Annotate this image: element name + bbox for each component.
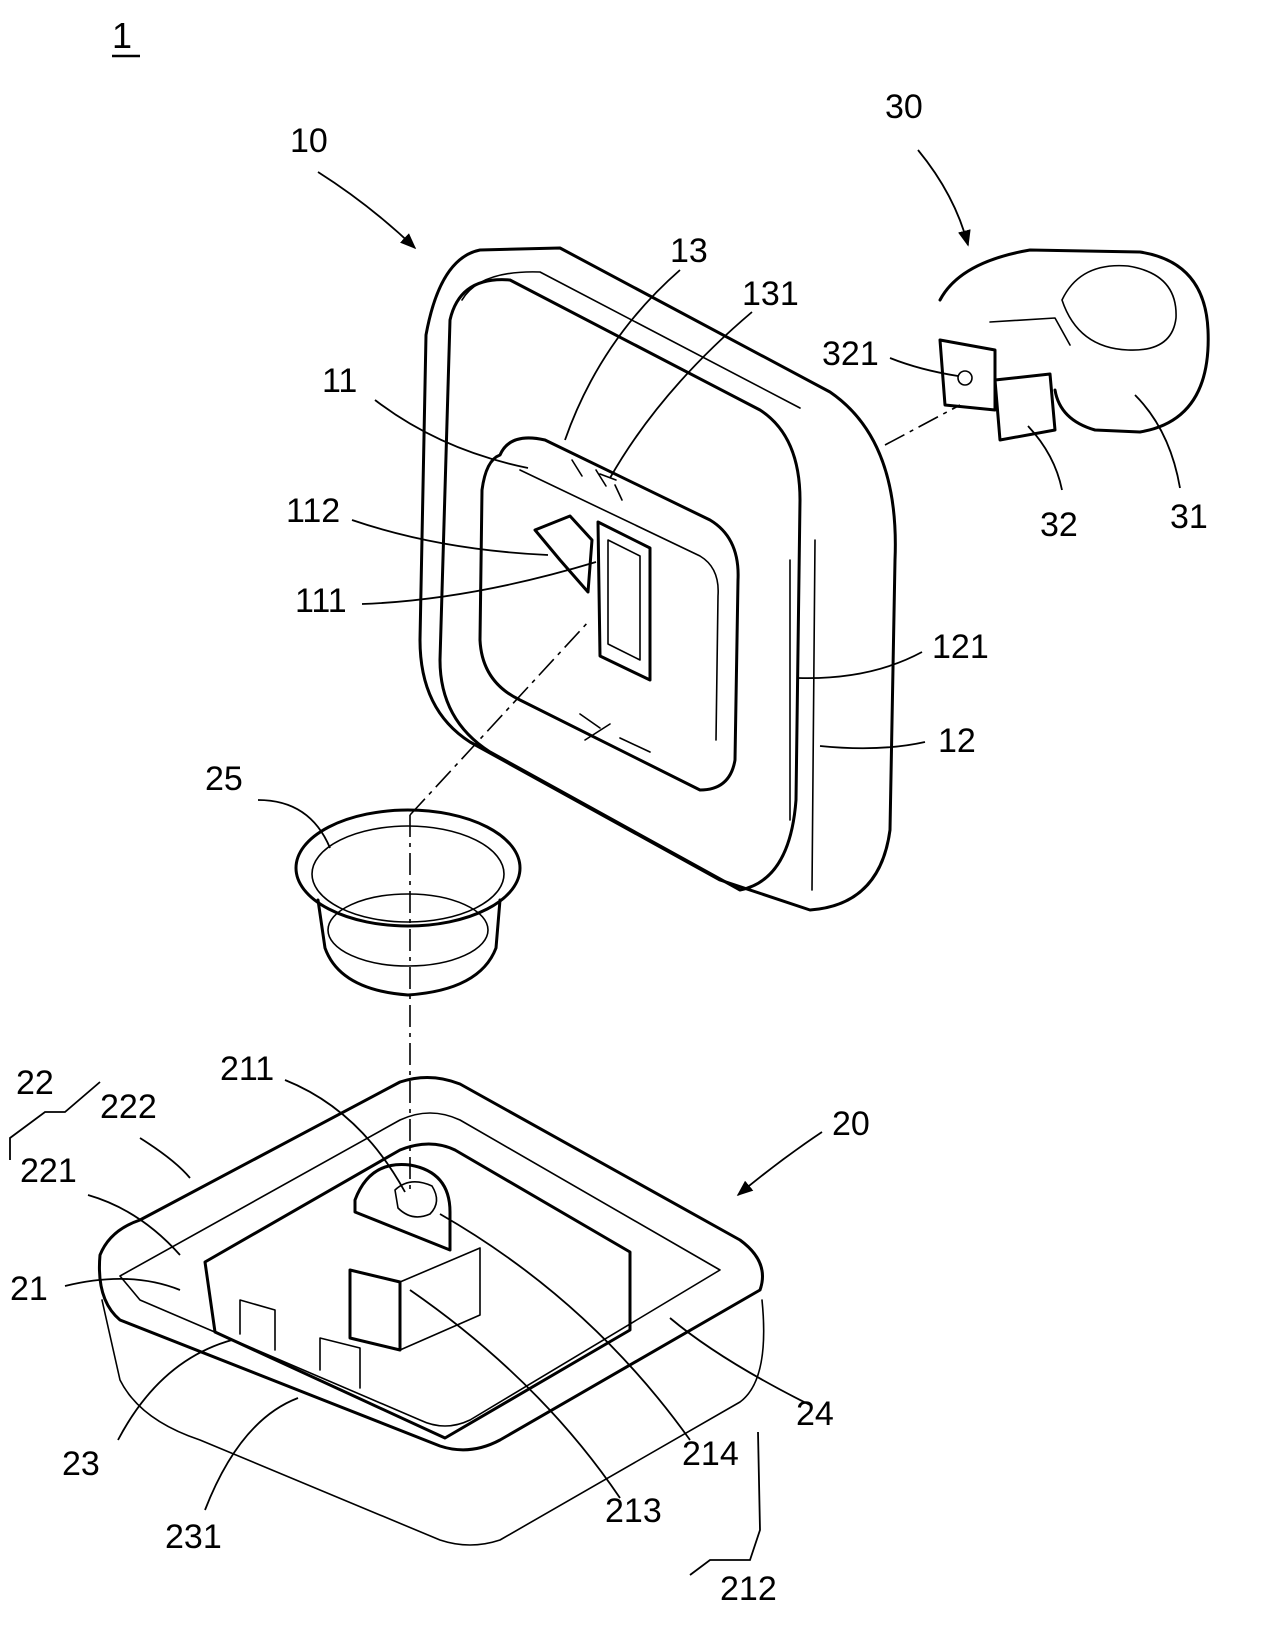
- upper-housing-side-edge: [811, 539, 816, 891]
- latch-finger-hole: [1061, 264, 1177, 351]
- bracket-22: [9, 1081, 101, 1160]
- ref-21: 21: [10, 1270, 48, 1308]
- leader-221: [87, 1194, 181, 1256]
- inner-frame-wall: [519, 469, 719, 741]
- ref-121: 121: [932, 628, 989, 666]
- ref-12: 12: [938, 722, 976, 760]
- arrow-20: [736, 1131, 823, 1197]
- ref-131: 131: [742, 275, 799, 313]
- ref-231: 231: [165, 1518, 222, 1556]
- ref-24: 24: [796, 1395, 834, 1433]
- base: [97, 1076, 765, 1546]
- seal-ring-inner-groove: [327, 893, 489, 967]
- leader-211: [284, 1079, 406, 1193]
- latch-arm: [993, 372, 1057, 442]
- reference-labels: 10 30 13 131 321 11 112 111 32 31 121 12…: [10, 88, 1208, 1608]
- latch-pin: [957, 370, 973, 386]
- base-hook-slot: [394, 1181, 438, 1218]
- ref-22: 22: [16, 1064, 54, 1102]
- leader-32: [1027, 425, 1063, 491]
- bracket-212: [689, 1431, 761, 1576]
- leader-13: [564, 269, 681, 441]
- bottom-slots: [579, 713, 651, 753]
- upper-housing-rim-edge: [461, 271, 801, 409]
- ref-211: 211: [220, 1050, 274, 1088]
- ref-13: 13: [670, 232, 708, 270]
- ref-25: 25: [205, 760, 243, 798]
- ref-213: 213: [605, 1492, 662, 1530]
- ref-11: 11: [322, 362, 357, 400]
- figure-label: 1: [112, 15, 132, 56]
- base-hook: [353, 1162, 452, 1252]
- ref-20: 20: [832, 1105, 870, 1143]
- seal-ring-lip: [311, 825, 505, 923]
- leader-213: [409, 1289, 621, 1499]
- axis-latch-to-housing: [884, 404, 961, 446]
- upper-housing: [418, 246, 897, 912]
- arrow-30: [917, 149, 971, 247]
- leader-25: [257, 799, 331, 849]
- leader-112: [351, 519, 549, 556]
- ref-32: 32: [1040, 506, 1078, 544]
- arrow-10: [317, 171, 417, 250]
- latch: [938, 248, 1210, 442]
- seal-ring-top: [294, 808, 522, 928]
- ref-112: 112: [286, 492, 340, 530]
- base-ribs: [239, 1299, 361, 1389]
- ref-221: 221: [20, 1152, 77, 1190]
- inner-boss: [596, 520, 652, 682]
- axis-seal-to-housing: [409, 619, 591, 816]
- base-post: [348, 1268, 402, 1352]
- leader-12: [819, 741, 926, 750]
- base-inner-frame: [203, 1142, 632, 1440]
- top-slots: [571, 459, 623, 501]
- latch-side-plate: [938, 338, 997, 412]
- latch-bridge: [989, 317, 1071, 346]
- inner-boss-hole: [607, 539, 641, 661]
- base-post-side: [399, 1247, 481, 1351]
- ref-23: 23: [62, 1445, 100, 1483]
- leader-121: [797, 651, 923, 680]
- base-inner-rim: [119, 1112, 721, 1427]
- ref-321: 321: [822, 335, 879, 373]
- leader-214: [439, 1213, 691, 1441]
- latch-handle-outline: [938, 248, 1210, 434]
- ref-31: 31: [1170, 498, 1208, 536]
- base-outer-rim: [97, 1076, 764, 1452]
- upper-housing-front-face: [438, 278, 802, 892]
- leader-21: [64, 1277, 181, 1291]
- upper-housing-outer-shell: [418, 246, 897, 912]
- leader-24: [669, 1317, 811, 1406]
- leader-131: [609, 311, 753, 479]
- inner-frame: [478, 436, 740, 792]
- base-skirt: [101, 1299, 765, 1546]
- seal-ring: [294, 808, 522, 997]
- ref-222: 222: [100, 1088, 157, 1126]
- seal-ring-body: [316, 898, 502, 997]
- leader-321: [889, 357, 959, 377]
- ref-111: 111: [295, 582, 347, 620]
- leader-lines: [9, 269, 1181, 1576]
- ref-30: 30: [885, 88, 923, 126]
- leader-222: [139, 1137, 191, 1179]
- ref-212: 212: [720, 1570, 777, 1608]
- leader-23: [117, 1339, 233, 1441]
- leader-11: [374, 399, 529, 469]
- leader-111: [361, 561, 597, 605]
- leader-231: [204, 1397, 299, 1511]
- ref-10: 10: [290, 122, 328, 160]
- leader-31: [1134, 394, 1181, 489]
- wedge-tab: [533, 514, 594, 594]
- ref-214: 214: [682, 1435, 739, 1473]
